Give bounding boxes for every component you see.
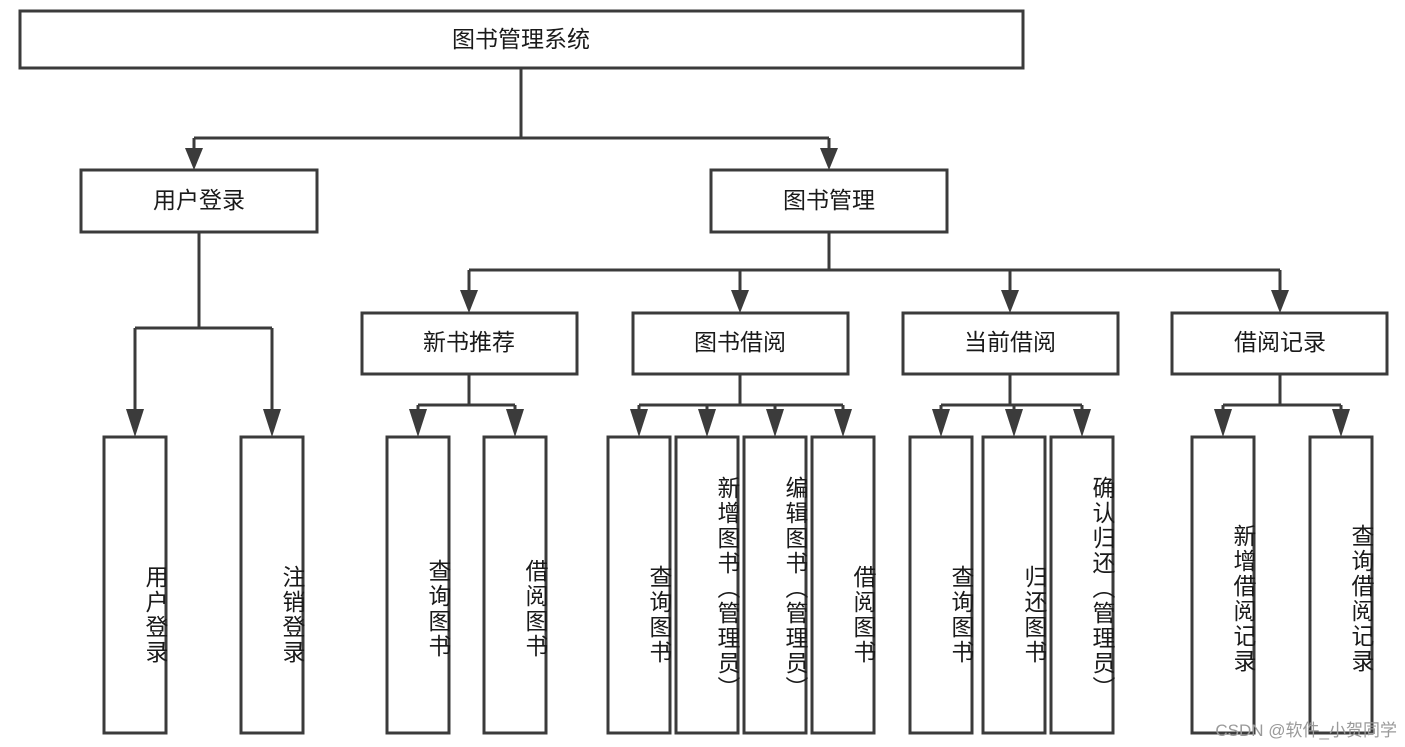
arrowhead-leaf-borrow-book-1 [506, 409, 524, 437]
arrowhead-book-manage [820, 148, 838, 170]
arrowhead-leaf-return-book [1005, 409, 1023, 437]
arrowhead-user-login [185, 148, 203, 170]
arrowhead-leaf-query-book-2 [630, 409, 648, 437]
arrowhead-leaf-borrow-book-2 [834, 409, 852, 437]
node-book-manage-label: 图书管理 [783, 187, 875, 213]
connector-layer [126, 68, 1350, 437]
node-leaf-borrow-book-1-box[interactable] [482, 435, 548, 735]
node-leaf-query-book-2-box[interactable] [606, 435, 672, 735]
csdn-watermark: CSDN @软件_小贺同学 [1215, 721, 1397, 740]
node-book-borrow-label: 图书借阅 [694, 329, 786, 355]
arrowhead-leaf-logout [263, 409, 281, 437]
node-leaf-query-book-1-box[interactable] [385, 435, 451, 735]
node-user-login-box[interactable] [79, 168, 319, 234]
node-current-borrow-label: 当前借阅 [964, 329, 1056, 355]
node-leaf-user-login-box[interactable] [102, 435, 168, 735]
node-book-manage-box[interactable] [709, 168, 949, 234]
arrowhead-new-book-recommend [460, 290, 478, 313]
node-book-borrow-box[interactable] [631, 311, 850, 376]
node-layer: 图书管理系统 用户登录 图书管理 新书推荐 图书借阅 当前借阅 借阅记录 [18, 9, 1389, 735]
node-leaf-query-record-box[interactable] [1308, 435, 1374, 735]
arrowhead-book-borrow [731, 290, 749, 313]
node-leaf-confirm-return-box[interactable] [1049, 435, 1115, 735]
node-new-book-recommend-label: 新书推荐 [423, 329, 515, 355]
arrowhead-leaf-add-book [698, 409, 716, 437]
node-root-label: 图书管理系统 [452, 26, 590, 52]
node-leaf-return-book-box[interactable] [981, 435, 1047, 735]
arrowhead-leaf-confirm-return [1073, 409, 1091, 437]
arrowhead-current-borrow [1001, 290, 1019, 313]
node-leaf-edit-book-box[interactable] [742, 435, 808, 735]
node-leaf-add-record-box[interactable] [1190, 435, 1256, 735]
node-new-book-recommend-box[interactable] [360, 311, 579, 376]
node-leaf-logout-box[interactable] [239, 435, 305, 735]
arrowhead-leaf-query-book-3 [932, 409, 950, 437]
arrowhead-leaf-query-book-1 [409, 409, 427, 437]
node-borrow-record-box[interactable] [1170, 311, 1389, 376]
node-leaf-query-book-3-box[interactable] [908, 435, 974, 735]
node-leaf-add-book-box[interactable] [674, 435, 740, 735]
node-leaf-borrow-book-2-box[interactable] [810, 435, 876, 735]
arrowhead-leaf-query-record [1332, 409, 1350, 437]
arrowhead-leaf-edit-book [766, 409, 784, 437]
node-current-borrow-box[interactable] [901, 311, 1120, 376]
node-root-box[interactable] [18, 9, 1025, 70]
arrowhead-borrow-record [1271, 290, 1289, 313]
arrowhead-leaf-user-login [126, 409, 144, 437]
arrowhead-leaf-add-record [1214, 409, 1232, 437]
node-borrow-record-label: 借阅记录 [1234, 329, 1326, 355]
node-user-login-label: 用户登录 [153, 187, 245, 213]
